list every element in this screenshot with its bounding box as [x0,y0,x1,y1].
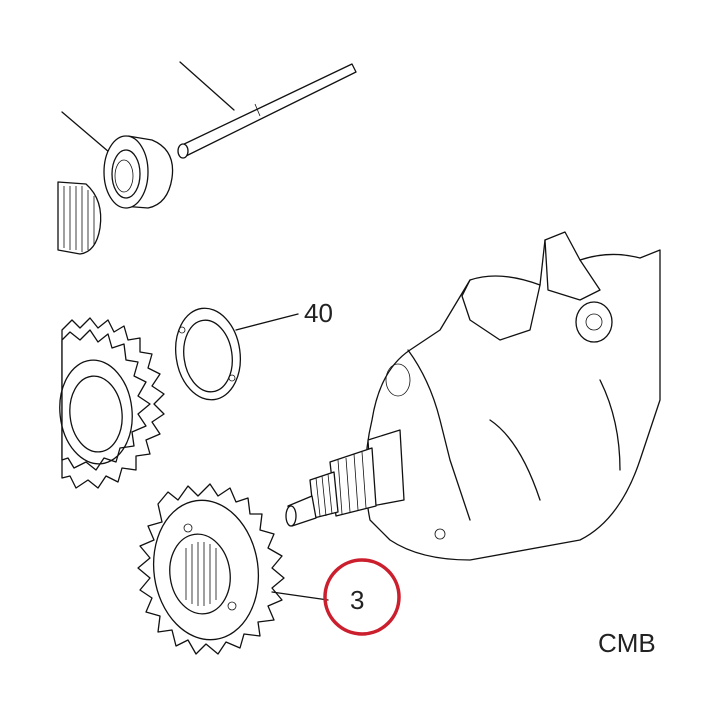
needle-bearing [57,181,102,255]
leader-line-3 [271,591,329,601]
callout-3[interactable]: 3 [350,585,364,615]
bushing [61,111,174,209]
callout-highlight-ring [323,558,401,636]
leader-line-40 [235,313,299,331]
gear [137,483,285,655]
shaft-rod [177,61,357,159]
double-gear [59,317,165,489]
diagram-code: CMB [598,628,656,658]
crankshaft [285,231,661,561]
callout-40[interactable]: 40 [304,298,333,328]
thrust-washer [175,307,241,401]
